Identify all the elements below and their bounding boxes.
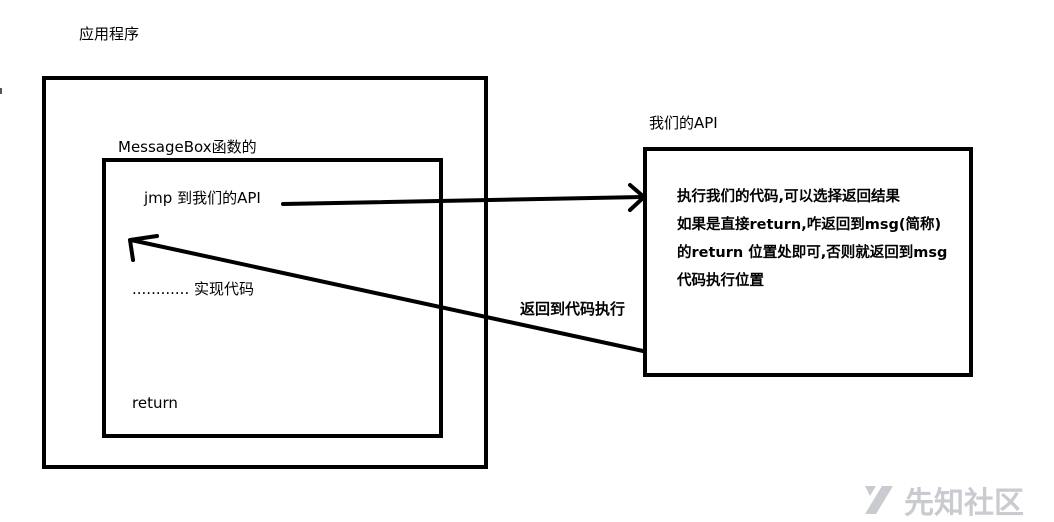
messagebox-function-box: [102, 158, 443, 438]
api-desc-line-2: 如果是直接return,咋返回到msg(简称): [677, 217, 942, 233]
app-title: 应用程序: [79, 25, 140, 43]
our-api-box: [643, 147, 973, 377]
jmp-arrow-line: [281, 195, 644, 206]
return-label: return: [132, 394, 178, 412]
edge-mark: [0, 88, 2, 94]
api-desc-line-3: 的return 位置处即可,否则就返回到msg: [677, 245, 948, 261]
jmp-arrow: [281, 183, 646, 212]
api-title: 我们的API: [649, 114, 718, 132]
return-arrow-line: [129, 238, 645, 353]
api-desc-line-4: 代码执行位置: [677, 273, 764, 289]
jmp-instruction-label: jmp 到我们的API: [144, 189, 261, 207]
return-arrow: [128, 234, 645, 353]
messagebox-title: MessageBox函数的: [118, 138, 257, 156]
return-arrow-label: 返回到代码执行: [520, 300, 626, 318]
implementation-code-label: ............ 实现代码: [132, 280, 254, 298]
return-arrow-head: [128, 234, 159, 262]
jmp-arrow-head: [628, 183, 646, 212]
api-desc-line-1: 执行我们的代码,可以选择返回结果: [677, 189, 901, 205]
watermark: 先知社区: [862, 478, 1024, 522]
watermark-text: 先知社区: [904, 486, 1024, 521]
watermark-logo-icon: [865, 486, 893, 514]
api-description: 执行我们的代码,可以选择返回结果 如果是直接return,咋返回到msg(简称)…: [677, 183, 971, 295]
application-box: [42, 76, 488, 469]
